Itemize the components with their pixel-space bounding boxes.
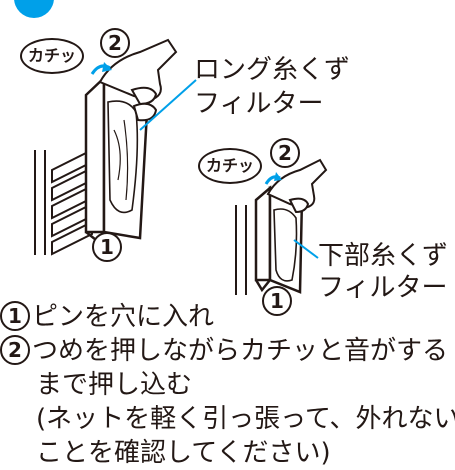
click-sound-bubble-bottom: カチッ — [198, 148, 262, 184]
hand-top — [98, 38, 178, 122]
step-1-text: ピンを穴に入れ — [32, 302, 215, 332]
step-2-continuation-3: ことを確認してください) — [36, 438, 331, 468]
step-2-number: 2 — [0, 335, 30, 365]
step-number-badge — [14, 0, 54, 18]
step-1-number: 1 — [0, 301, 30, 331]
step-2-continuation-2: (ネットを軽く引っ張って、外れない — [36, 404, 455, 434]
marker-2-bottom: 2 — [270, 138, 300, 168]
marker-2-top: 2 — [100, 28, 130, 58]
tub-wall-top — [34, 148, 93, 256]
marker-1-bottom: 1 — [262, 286, 292, 316]
installation-illustration — [34, 38, 328, 295]
marker-1-top: 1 — [92, 232, 122, 262]
long-lint-filter-label-line2: フィルター — [194, 89, 324, 119]
tub-wall-bottom — [235, 205, 247, 295]
leader-line-top — [139, 79, 197, 131]
leader-line-bottom — [293, 239, 319, 259]
lower-lint-filter-label-line1: 下部糸くず — [318, 241, 449, 271]
step-2-continuation-1: まで押し込む — [36, 370, 193, 400]
click-sound-bubble-top: カチッ — [20, 38, 84, 74]
lower-lint-filter — [254, 185, 304, 294]
step-2-text: つめを押しながらカチッと音がする — [32, 336, 449, 366]
hand-bottom — [266, 158, 328, 214]
long-lint-filter-label-line1: ロング糸くず — [194, 55, 351, 85]
lower-lint-filter-label-line2: フィルター — [318, 273, 448, 303]
